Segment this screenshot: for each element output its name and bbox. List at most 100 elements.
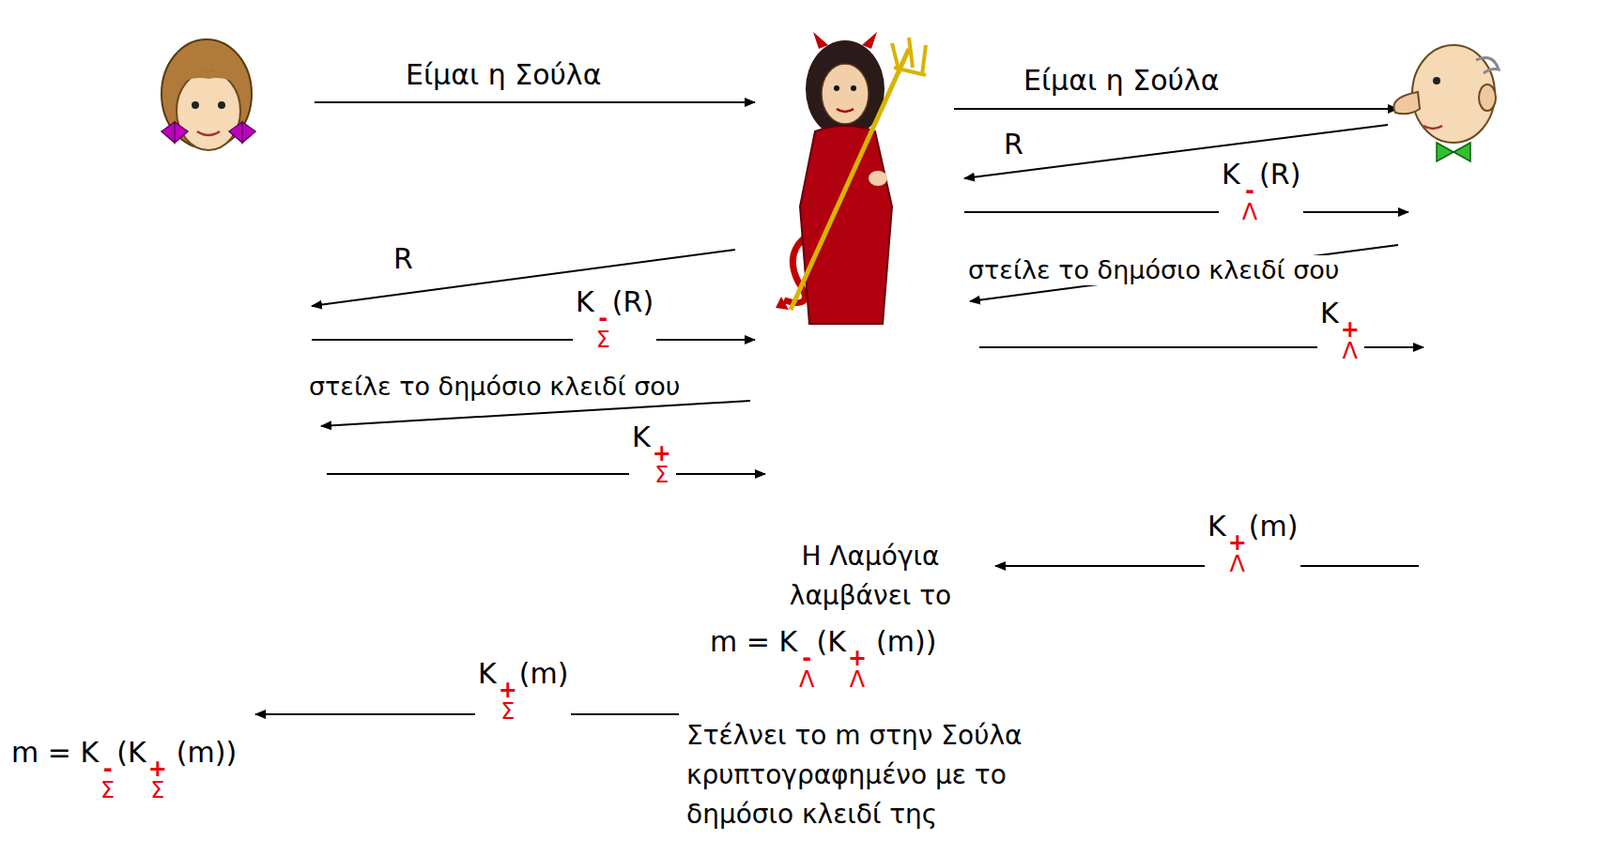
key-sign: - <box>1245 180 1255 202</box>
key-subscript: +Σ <box>498 679 518 724</box>
key-subscript: +Λ <box>1228 532 1247 576</box>
mouth <box>1423 125 1443 129</box>
key-sign: + <box>148 758 168 781</box>
key-subscript: +Σ <box>148 758 168 802</box>
eye <box>833 85 840 92</box>
message-arrow <box>964 211 1409 214</box>
key-sign: + <box>1228 532 1247 554</box>
formula-part: K <box>1207 509 1227 543</box>
mouth <box>836 108 854 112</box>
key-owner: Σ <box>500 701 515 724</box>
eye <box>191 101 200 109</box>
key-subscript: +Σ <box>652 443 672 487</box>
message-arrow <box>326 473 766 476</box>
trident-head <box>892 37 926 76</box>
formula-part: K <box>477 657 497 691</box>
formula-part: (m) <box>519 657 570 691</box>
formula-part: (m) <box>1248 509 1299 543</box>
formula: m = K-Σ(K+Σ(m)) <box>8 734 240 807</box>
formula: K-Σ(R) <box>572 283 657 356</box>
tail-tip <box>775 296 789 310</box>
key-subscript: -Λ <box>799 647 815 692</box>
formula-part: K <box>631 420 651 454</box>
hand <box>868 170 888 186</box>
message-arrow <box>311 249 736 307</box>
message-arrow <box>255 713 679 716</box>
key-owner: Λ <box>849 669 865 692</box>
key-sign: + <box>1340 319 1360 341</box>
formula-part: m = K <box>11 736 99 770</box>
bowtie <box>1436 142 1471 162</box>
key-owner: Σ <box>654 464 669 487</box>
formula-part: (m)) <box>176 736 237 770</box>
formula-part: (m)) <box>876 625 937 659</box>
intruder-figure <box>775 31 926 324</box>
trident-shaft <box>790 48 909 310</box>
horns <box>813 31 877 49</box>
message-arrows <box>255 102 1424 715</box>
key-subscript: -Σ <box>596 307 611 352</box>
head <box>1412 45 1495 143</box>
nose <box>1393 92 1420 114</box>
arrow-label: στείλε το δημόσιο κλειδί σου <box>965 255 1342 286</box>
eye <box>1432 76 1441 85</box>
formula-part: (K <box>116 736 146 770</box>
bow <box>229 122 256 143</box>
key-sign: - <box>103 758 113 781</box>
key-owner: Λ <box>1242 201 1258 224</box>
arrow-label: Η Λαμόγια λαμβάνει το <box>754 537 986 616</box>
key-subscript: +Λ <box>847 647 867 692</box>
key-owner: Λ <box>1342 340 1358 363</box>
key-owner: Λ <box>799 669 815 692</box>
arrow-label: Στέλνει το m στην Σούλα κρυπτογραφημένο … <box>683 716 1103 835</box>
formula-part: (R) <box>612 285 654 319</box>
face <box>176 71 241 151</box>
arrow-label: Είμαι η Σούλα <box>402 58 604 93</box>
key-subscript: +Λ <box>1340 319 1360 363</box>
formula-part: (R) <box>1259 157 1301 191</box>
key-sign: + <box>847 647 867 670</box>
message-arrow <box>964 124 1388 179</box>
bow <box>161 122 188 143</box>
key-sign: - <box>801 647 812 670</box>
man-figure <box>1393 45 1499 162</box>
key-owner: Σ <box>150 780 165 802</box>
message-arrow <box>953 107 1399 110</box>
hair-tuft <box>1476 58 1499 74</box>
key-subscript: -Λ <box>1242 180 1258 224</box>
formula-part: K <box>1320 296 1339 330</box>
formula-part: K <box>575 285 595 319</box>
girl-figure <box>161 39 256 151</box>
formula: K+Λ(m) <box>1204 507 1301 581</box>
arrow-label: στείλε το δημόσιο κλειδί σου <box>306 371 683 402</box>
fringe <box>174 70 243 87</box>
formula: K+Σ(m) <box>475 655 571 728</box>
key-sign: + <box>652 443 672 465</box>
eye <box>217 101 226 109</box>
mouth <box>197 131 220 136</box>
face <box>821 63 869 124</box>
arrow-label: R <box>1000 127 1027 162</box>
formula: m = K-Λ(K+Λ(m)) <box>707 623 939 696</box>
dress <box>800 125 893 324</box>
formula-part: K <box>1221 157 1241 191</box>
key-sign: + <box>498 679 518 702</box>
message-arrow <box>314 101 755 104</box>
key-sign: - <box>598 307 608 330</box>
eye <box>850 85 857 92</box>
message-arrow <box>321 400 751 427</box>
key-subscript: -Σ <box>100 758 115 802</box>
key-owner: Λ <box>1230 553 1246 576</box>
formula-part: (K <box>816 625 847 659</box>
message-arrow <box>311 338 755 341</box>
formula: K-Λ(R) <box>1218 155 1304 229</box>
formula: K+Σ <box>629 418 677 492</box>
key-owner: Σ <box>100 780 115 802</box>
arrow-label: Είμαι η Σούλα <box>1020 63 1222 98</box>
key-owner: Σ <box>596 329 611 352</box>
formula: K+Λ <box>1317 294 1365 368</box>
formula-part: m = K <box>709 625 798 659</box>
ear <box>1478 84 1496 111</box>
arrow-label: R <box>390 242 416 277</box>
